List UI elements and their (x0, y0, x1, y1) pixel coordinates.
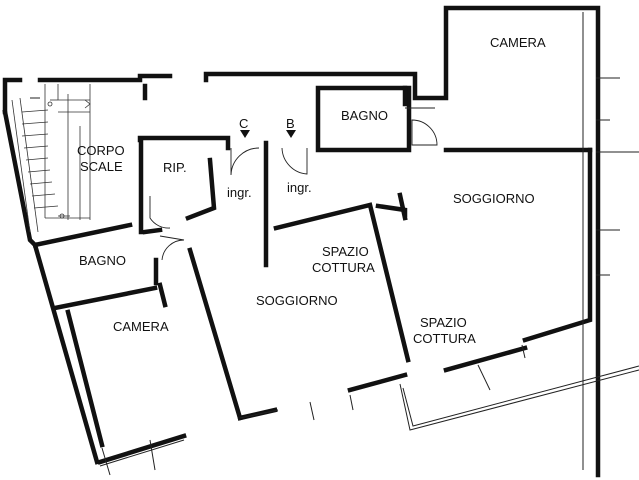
door-swings (149, 107, 438, 261)
window-and-terrace-lines (30, 12, 639, 476)
label-scale: SCALE (80, 159, 123, 174)
label-ingr-c: ingr. (227, 185, 252, 200)
label-bagno-left: BAGNO (79, 253, 126, 268)
label-camera-left: CAMERA (113, 319, 169, 334)
label-entrance-c: C (239, 116, 248, 131)
entrance-labels: C B ingr. ingr. (227, 116, 312, 200)
label-bagno-top: BAGNO (341, 108, 388, 123)
staircase (11, 84, 91, 233)
entrance-b-arrow (286, 130, 296, 138)
label-corpo: CORPO (77, 143, 125, 158)
label-camera-top: CAMERA (490, 35, 546, 50)
label-rip: RIP. (163, 160, 187, 175)
walls (2, 5, 601, 478)
label-soggiorno-right: SOGGIORNO (453, 191, 535, 206)
label-soggiorno-mid: SOGGIORNO (256, 293, 338, 308)
label-entrance-b: B (286, 116, 295, 131)
entrance-c-arrow (240, 130, 250, 138)
label-ingr-b: ingr. (287, 180, 312, 195)
label-cottura-right: COTTURA (413, 331, 476, 346)
entrance-markers (240, 80, 306, 138)
label-cottura-mid: COTTURA (312, 260, 375, 275)
room-labels: CAMERA BAGNO CORPO SCALE RIP. SOGGIORNO … (77, 35, 546, 346)
label-spazio-right: SPAZIO (420, 315, 467, 330)
label-spazio-mid: SPAZIO (322, 244, 369, 259)
